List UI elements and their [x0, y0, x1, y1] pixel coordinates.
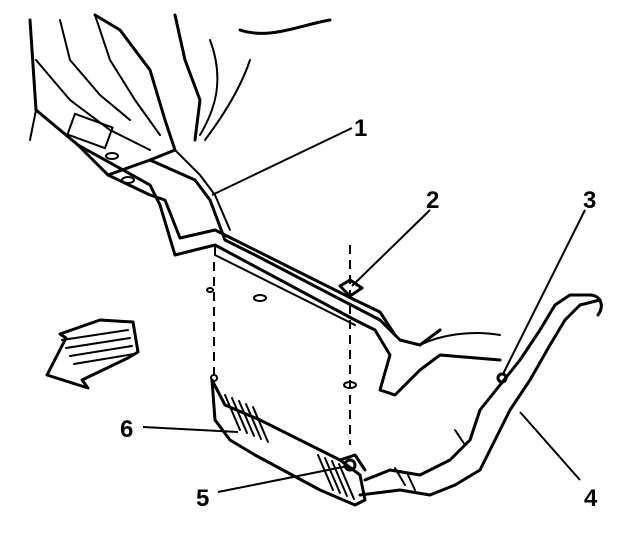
- leader-lines: [142, 127, 586, 493]
- body-floor-pan: [28, 13, 332, 177]
- mounting-alignment-lines: [210, 245, 364, 445]
- callout-5: 5: [196, 485, 209, 512]
- callout-2: 2: [426, 187, 439, 214]
- callout-1: 1: [354, 115, 367, 142]
- frame-crossmember: [76, 143, 502, 397]
- callout-3: 3: [583, 187, 596, 214]
- callout-6: 6: [120, 416, 133, 443]
- cooler-lines: [358, 293, 603, 497]
- callout-4: 4: [584, 485, 598, 512]
- front-direction-arrow-icon: [45, 318, 140, 390]
- oil-cooler: [210, 378, 367, 507]
